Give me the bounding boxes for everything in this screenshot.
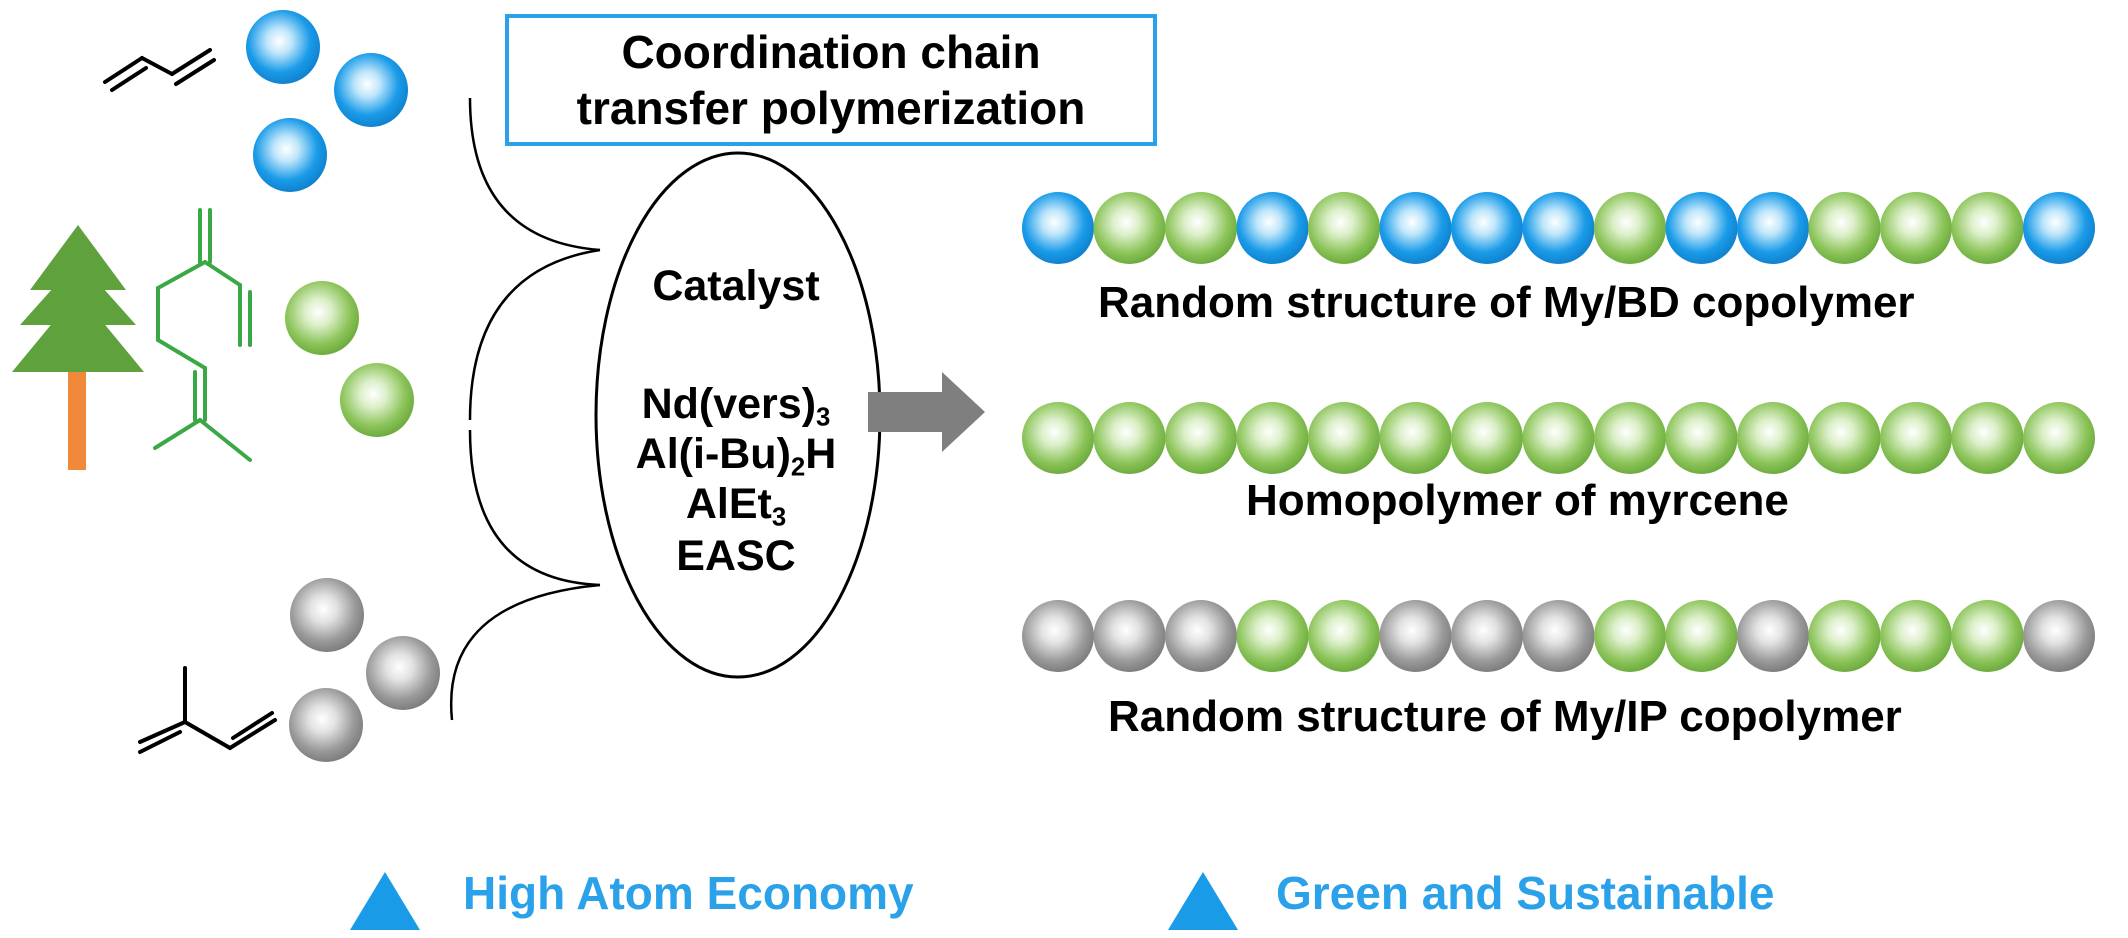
isoprene-bead [289, 688, 363, 762]
butadiene-bead [1737, 192, 1809, 264]
polymer-chain-3 [1022, 600, 2095, 672]
myrcene-bead [2023, 402, 2095, 474]
myrcene-bead [1093, 192, 1166, 264]
polymer-chain-2 [1022, 402, 2095, 474]
myrcene-bead [1665, 600, 1738, 672]
butadiene-bead [246, 10, 320, 84]
chain-label-homopolymer: Homopolymer of myrcene [1246, 476, 1789, 525]
pine-tree-icon [12, 225, 144, 470]
process-title-line2: transfer polymerization [576, 82, 1086, 134]
butadiene-bead [1665, 192, 1738, 264]
myrcene-bead [285, 281, 359, 355]
myrcene-monomers [285, 281, 414, 437]
butadiene-bead [334, 53, 408, 127]
catalyst-component-4: EASC [676, 532, 796, 580]
catalyst-component-3: AlEt3 [685, 480, 787, 532]
butadiene-bead [1022, 192, 1094, 264]
isoprene-structure [138, 666, 277, 754]
butadiene-bead [1522, 192, 1595, 264]
myrcene-bead [1880, 402, 1952, 474]
polymer-chain-1 [1022, 192, 2095, 264]
butadiene-bead [1451, 192, 1523, 264]
feed-brackets [449, 97, 601, 721]
myrcene-bead [1522, 402, 1595, 474]
myrcene-bead [1236, 402, 1309, 474]
myrcene-bead [1737, 402, 1809, 474]
myrcene-structure [153, 208, 252, 462]
butadiene-bead [1379, 192, 1452, 264]
myrcene-bead [1880, 600, 1952, 672]
myrcene-bead [1093, 402, 1166, 474]
myrcene-bead [1451, 402, 1523, 474]
catalyst-heading: Catalyst [652, 262, 820, 310]
isoprene-bead [1093, 600, 1166, 672]
myrcene-bead [1022, 402, 1094, 474]
process-title-line1: Coordination chain [621, 26, 1041, 78]
isoprene-bead [1737, 600, 1809, 672]
catalyst-component-1: Nd(vers)3 [641, 380, 831, 432]
triangle-bullet-icon [350, 872, 420, 930]
myrcene-bead [1379, 402, 1452, 474]
butadiene-bead [1236, 192, 1309, 264]
myrcene-bead [1165, 192, 1237, 264]
myrcene-bead [1594, 402, 1666, 474]
isoprene-bead [1165, 600, 1237, 672]
myrcene-bead [1808, 402, 1881, 474]
myrcene-bead [1236, 600, 1309, 672]
butadiene-monomers [246, 10, 408, 192]
myrcene-bead [1951, 402, 2024, 474]
myrcene-bead [1880, 192, 1952, 264]
butadiene-bead [253, 118, 327, 192]
myrcene-bead [1308, 600, 1380, 672]
myrcene-bead [1308, 192, 1380, 264]
isoprene-bead [1022, 600, 1094, 672]
butadiene-structure [103, 48, 216, 92]
triangle-bullet-icon [1168, 872, 1238, 930]
myrcene-bead [1594, 600, 1666, 672]
myrcene-bead [1665, 402, 1738, 474]
process-title-box: Coordination chain transfer polymerizati… [505, 14, 1157, 146]
feature-high-atom-economy: High Atom Economy [463, 867, 914, 919]
chain-label-my-ip: Random structure of My/IP copolymer [1108, 692, 1902, 741]
polymer-chains [1022, 192, 2095, 672]
isoprene-bead [1451, 600, 1523, 672]
isoprene-bead [1522, 600, 1595, 672]
isoprene-bead [366, 636, 440, 710]
isoprene-bead [290, 578, 364, 652]
myrcene-bead [1308, 402, 1380, 474]
feature-green-sustainable: Green and Sustainable [1276, 867, 1775, 919]
myrcene-bead [340, 363, 414, 437]
myrcene-bead [1594, 192, 1666, 264]
myrcene-bead [1951, 192, 2024, 264]
myrcene-bead [1808, 600, 1881, 672]
isoprene-monomers [289, 578, 440, 762]
butadiene-bead [2023, 192, 2095, 264]
reaction-arrow [868, 372, 985, 452]
catalyst-component-2: Al(i-Bu)2H [635, 430, 837, 482]
chain-label-my-bd: Random structure of My/BD copolymer [1098, 278, 1915, 327]
myrcene-bead [1808, 192, 1881, 264]
myrcene-bead [1165, 402, 1237, 474]
isoprene-bead [2023, 600, 2095, 672]
myrcene-bead [1951, 600, 2024, 672]
isoprene-bead [1379, 600, 1452, 672]
